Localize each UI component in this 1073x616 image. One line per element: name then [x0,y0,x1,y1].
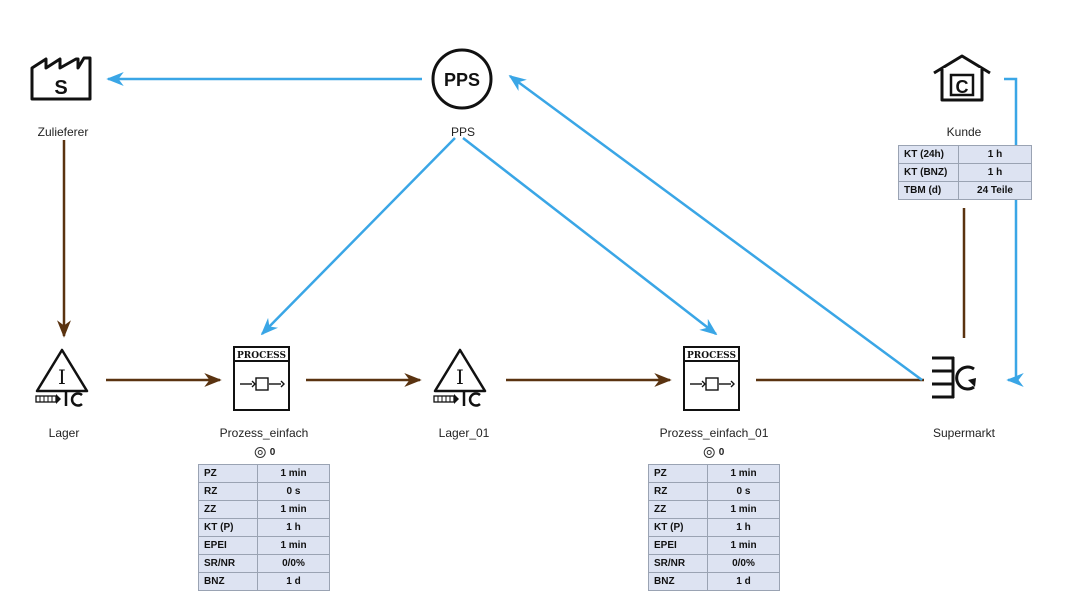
table-value: 1 min [257,536,330,555]
pps-circle-icon[interactable]: PPS [431,48,493,110]
table-value: 0/0% [257,554,330,573]
table-value: 1 min [707,464,780,483]
table-key: RZ [648,482,708,501]
table-value: 1 h [958,145,1032,164]
operator-count: 0 [718,447,725,458]
table-value: 0 s [707,482,780,501]
table-key: PZ [198,464,258,483]
table-key: KT (BNZ) [898,163,959,182]
supermarket-icon[interactable] [932,356,976,399]
table-key: BNZ [198,572,258,591]
kunde-label: Kunde [946,125,982,139]
operator-icon [703,447,715,458]
operator-count: 0 [269,447,276,458]
inventory-triangle-icon[interactable]: I [433,348,487,407]
process-box-icon[interactable]: PROCESS [233,346,290,411]
house-c-icon[interactable]: C [933,54,991,102]
table-key: EPEI [648,536,708,555]
zulieferer-label: Zulieferer [37,125,89,139]
kunde-data-table: KT (24h)1 h KT (BNZ)1 h TBM (d)24 Teile [898,145,1032,200]
table-value: 1 min [257,500,330,519]
table-key: PZ [648,464,708,483]
table-value: 1 d [707,572,780,591]
table-value: 1 h [257,518,330,537]
table-row: KT (P)1 h [648,518,780,537]
table-value: 1 min [707,536,780,555]
table-value: 1 h [707,518,780,537]
prozess1-operator-counter: 0 [254,447,276,458]
table-row: KT (BNZ)1 h [898,163,1032,182]
prozess2-operator-counter: 0 [703,447,725,458]
table-row: KT (24h)1 h [898,145,1032,164]
pps-label: PPS [450,125,476,139]
inventory-triangle-icon[interactable]: I [35,348,89,407]
table-key: KT (P) [648,518,708,537]
table-key: RZ [198,482,258,501]
table-key: BNZ [648,572,708,591]
info-pps-to-prozess2[interactable] [462,137,718,336]
table-key: KT (24h) [898,145,959,164]
table-value: 1 h [958,163,1032,182]
prozess2-label: Prozess_einfach_01 [659,426,769,440]
table-key: SR/NR [648,554,708,573]
lager-label: Lager [48,426,80,440]
table-key: KT (P) [198,518,258,537]
pps-letters: PPS [444,70,480,90]
factory-letter: S [54,77,67,99]
table-key: SR/NR [198,554,258,573]
table-value: 0/0% [707,554,780,573]
info-supermarkt-to-pps[interactable] [508,74,923,382]
info-kunde-to-supermarkt[interactable] [1004,77,1024,387]
table-key: EPEI [198,536,258,555]
push-arrow-icon [35,392,83,407]
table-row: TBM (d)24 Teile [898,181,1032,200]
table-value: 1 min [257,464,330,483]
process-header: PROCESS [687,351,736,361]
table-key: TBM (d) [898,181,959,200]
inventory-letter: I [58,365,66,389]
supermarkt-label: Supermarkt [932,426,996,440]
table-key: ZZ [198,500,258,519]
information-flow-arrows [106,72,1024,387]
push-arrow-icon [433,392,481,407]
operator-icon [254,447,266,458]
prozess1-label: Prozess_einfach [219,426,309,440]
process-box-icon[interactable]: PROCESS [683,346,740,411]
factory-s-icon[interactable]: S [30,56,92,101]
table-value: 0 s [257,482,330,501]
table-value: 24 Teile [958,181,1032,200]
lager01-label: Lager_01 [438,426,490,440]
info-pps-to-prozess1[interactable] [260,137,456,336]
inventory-letter: I [456,365,464,389]
table-key: ZZ [648,500,708,519]
material-flow-arrows [57,140,966,387]
table-value: 1 min [707,500,780,519]
process-header: PROCESS [237,351,286,361]
house-letter: C [956,77,969,97]
table-row: KT (P)1 h [198,518,330,537]
table-value: 1 d [257,572,330,591]
